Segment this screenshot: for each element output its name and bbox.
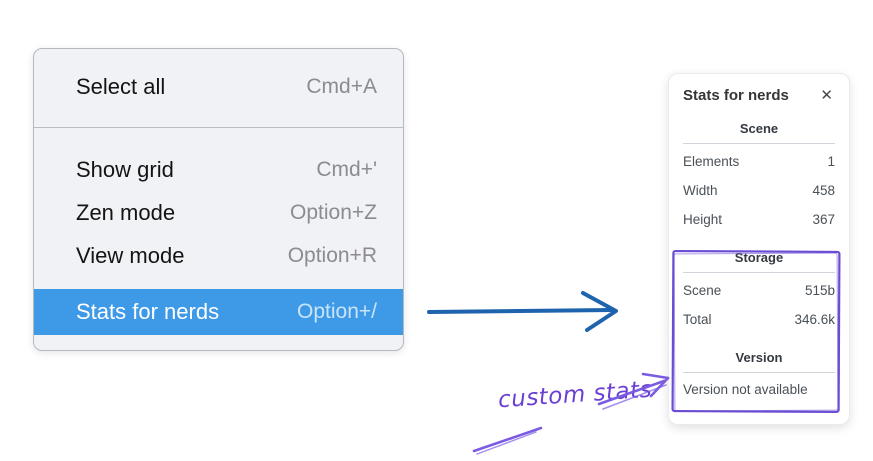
stat-value: 1 [827, 154, 835, 169]
stat-row-scene-storage: Scene 515b [683, 276, 835, 305]
version-note: Version not available [683, 382, 808, 397]
stat-row-elements: Elements 1 [683, 147, 835, 176]
flow-arrow-icon [427, 291, 618, 332]
menu-item-shortcut: Cmd+A [306, 75, 377, 98]
stat-label: Scene [683, 283, 722, 298]
stats-panel-header: Stats for nerds ✕ [683, 86, 835, 105]
stat-value: 515b [804, 283, 835, 298]
menu-item-label: Zen mode [76, 199, 176, 225]
menu-item-shortcut: Option+/ [297, 300, 377, 323]
menu-item-label: Select all [76, 74, 166, 99]
stat-label: Elements [683, 154, 740, 169]
storage-section-header: Storage [734, 250, 784, 265]
version-section: Version Version not available [683, 350, 835, 397]
stats-panel-title: Stats for nerds [683, 87, 789, 104]
stats-panel: Stats for nerds ✕ Scene Elements 1 Width… [668, 73, 850, 425]
stat-value: 367 [812, 212, 835, 227]
stat-value: 458 [812, 183, 835, 198]
menu-item-stats-for-nerds[interactable]: Stats for nerds Option+/ [34, 289, 403, 335]
stat-value: 346.6k [794, 312, 835, 327]
stat-row-total-storage: Total 346.6k [683, 305, 835, 334]
scene-section: Scene Elements 1 Width 458 Height 367 [683, 121, 835, 234]
annotation-arrow-icon [472, 372, 670, 455]
scene-section-header: Scene [739, 121, 779, 136]
stat-row-height: Height 367 [683, 205, 835, 234]
separator [683, 372, 835, 373]
menu-item-zen-mode[interactable]: Zen mode Option+Z [34, 191, 403, 234]
menu-item-view-mode[interactable]: View mode Option+R [34, 234, 403, 277]
menu-item-shortcut: Option+R [287, 243, 377, 267]
annotation-custom-stats: custom stats [497, 376, 653, 414]
menu-item-label: Show grid [76, 156, 174, 182]
menu-item-select-all[interactable]: Select all Cmd+A [34, 65, 403, 109]
menu-item-shortcut: Option+Z [290, 200, 377, 224]
stat-label: Width [683, 183, 718, 198]
menu-divider [34, 127, 403, 128]
separator [683, 272, 835, 273]
version-section-header: Version [735, 350, 783, 365]
close-icon[interactable]: ✕ [820, 87, 833, 104]
menu-item-shortcut: Cmd+' [316, 157, 377, 181]
storage-section: Storage Scene 515b Total 346.6k [683, 250, 835, 334]
stat-row-width: Width 458 [683, 176, 835, 205]
context-menu: Select all Cmd+A Show grid Cmd+' Zen mod… [33, 48, 404, 351]
stat-label: Height [683, 212, 723, 227]
menu-item-show-grid[interactable]: Show grid Cmd+' [34, 148, 403, 191]
menu-item-label: Stats for nerds [76, 299, 220, 324]
menu-item-label: View mode [76, 242, 185, 268]
separator [683, 143, 835, 144]
stat-label: Total [683, 312, 712, 327]
